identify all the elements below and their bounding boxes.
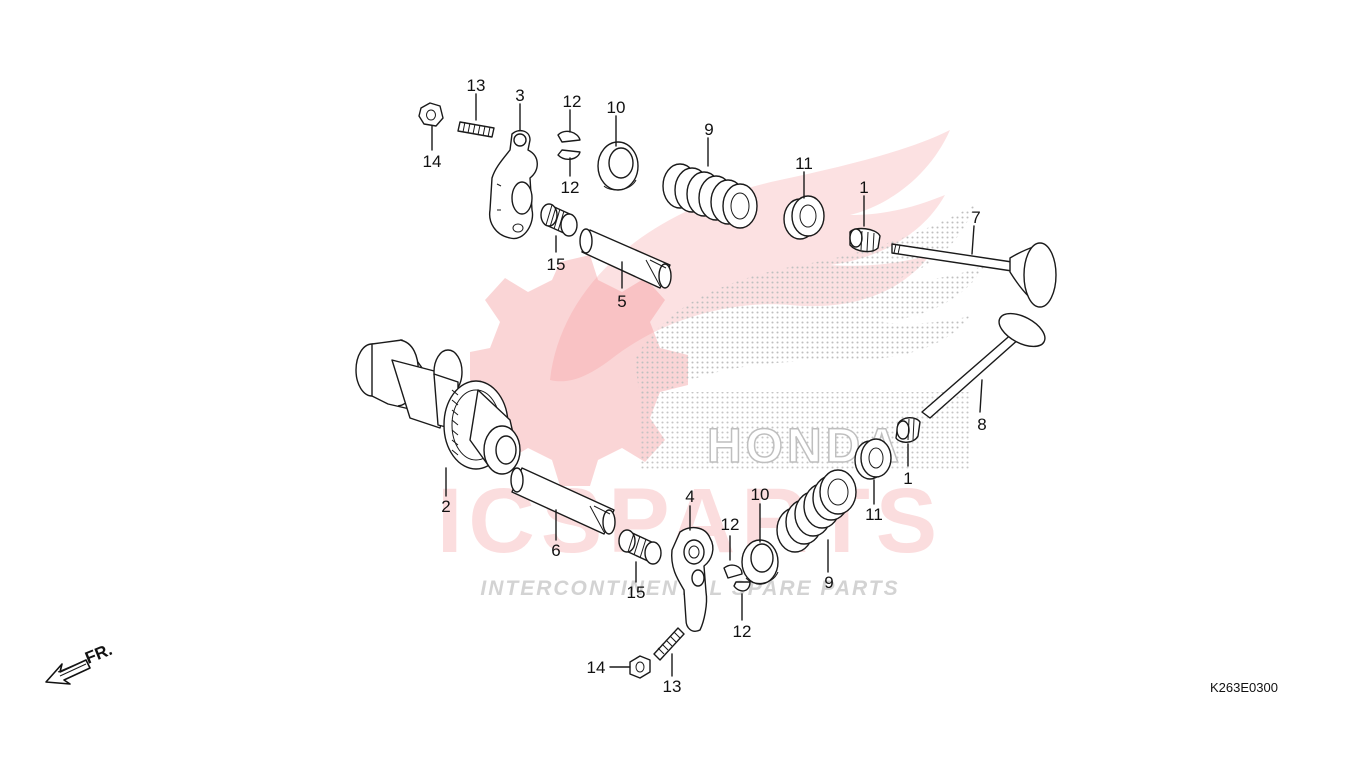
callout-12-a: 12 bbox=[563, 92, 582, 111]
diagram-code: K263E0300 bbox=[1210, 680, 1278, 695]
callout-12-d: 12 bbox=[733, 622, 752, 641]
callout-14-top: 14 bbox=[423, 152, 442, 171]
callout-7: 7 bbox=[971, 208, 980, 227]
part-screw-13-bottom bbox=[653, 627, 685, 661]
part-valve-7 bbox=[891, 242, 1057, 308]
callout-9-bottom: 9 bbox=[824, 573, 833, 592]
gear-icon bbox=[470, 255, 688, 486]
callout-10-bottom: 10 bbox=[751, 485, 770, 504]
callout-14-bottom: 14 bbox=[587, 658, 606, 677]
part-rocker-arm-3 bbox=[488, 129, 538, 240]
part-stem-seal-1-bottom bbox=[895, 417, 921, 443]
callout-1-top: 1 bbox=[859, 178, 868, 197]
part-spring-9-bottom bbox=[776, 469, 857, 553]
part-rocker-arm-4 bbox=[670, 526, 714, 632]
part-cotter-12-top bbox=[557, 130, 581, 160]
part-bearing-15-bottom bbox=[618, 529, 662, 565]
part-stem-seal-1-top bbox=[849, 227, 881, 253]
callout-6: 6 bbox=[551, 541, 560, 560]
callout-15-bottom: 15 bbox=[627, 583, 646, 602]
callout-11-top: 11 bbox=[795, 154, 813, 173]
part-valve-8 bbox=[921, 312, 1046, 419]
part-seat-11-bottom bbox=[854, 438, 892, 480]
part-spring-9-top bbox=[662, 163, 758, 229]
part-retainer-10-bottom bbox=[741, 539, 779, 585]
part-seat-11-top bbox=[783, 195, 825, 240]
callout-12-b: 12 bbox=[561, 178, 580, 197]
part-rocker-shaft-6 bbox=[510, 467, 616, 535]
callout-10-top: 10 bbox=[607, 98, 626, 117]
part-camshaft-2 bbox=[355, 339, 521, 475]
callout-12-c: 12 bbox=[721, 515, 740, 534]
callouts: 13 3 12 10 9 11 1 7 14 12 15 5 8 1 11 2 … bbox=[423, 76, 987, 696]
part-nut-14-bottom bbox=[629, 655, 651, 679]
part-rocker-shaft-5 bbox=[579, 228, 672, 289]
callout-3: 3 bbox=[515, 86, 524, 105]
callout-8: 8 bbox=[977, 415, 986, 434]
callout-9-top: 9 bbox=[704, 120, 713, 139]
part-nut-14-top bbox=[418, 102, 444, 127]
part-bearing-15-top bbox=[540, 203, 578, 237]
callout-4: 4 bbox=[685, 487, 694, 506]
leader-lines bbox=[431, 93, 983, 677]
callout-15-top: 15 bbox=[547, 255, 566, 274]
callout-2: 2 bbox=[441, 497, 450, 516]
wing-red bbox=[550, 130, 950, 382]
part-cotter-12-bottom bbox=[723, 564, 751, 592]
callout-5: 5 bbox=[617, 292, 626, 311]
callout-1-bottom: 1 bbox=[903, 469, 912, 488]
front-label: FR. bbox=[82, 640, 115, 668]
callout-13-bottom: 13 bbox=[663, 677, 682, 696]
part-retainer-10-top bbox=[597, 141, 639, 191]
callout-11-bottom: 11 bbox=[865, 505, 883, 524]
front-arrow-icon bbox=[45, 659, 91, 685]
callout-13-top: 13 bbox=[467, 76, 486, 95]
part-screw-13-top bbox=[457, 121, 495, 138]
